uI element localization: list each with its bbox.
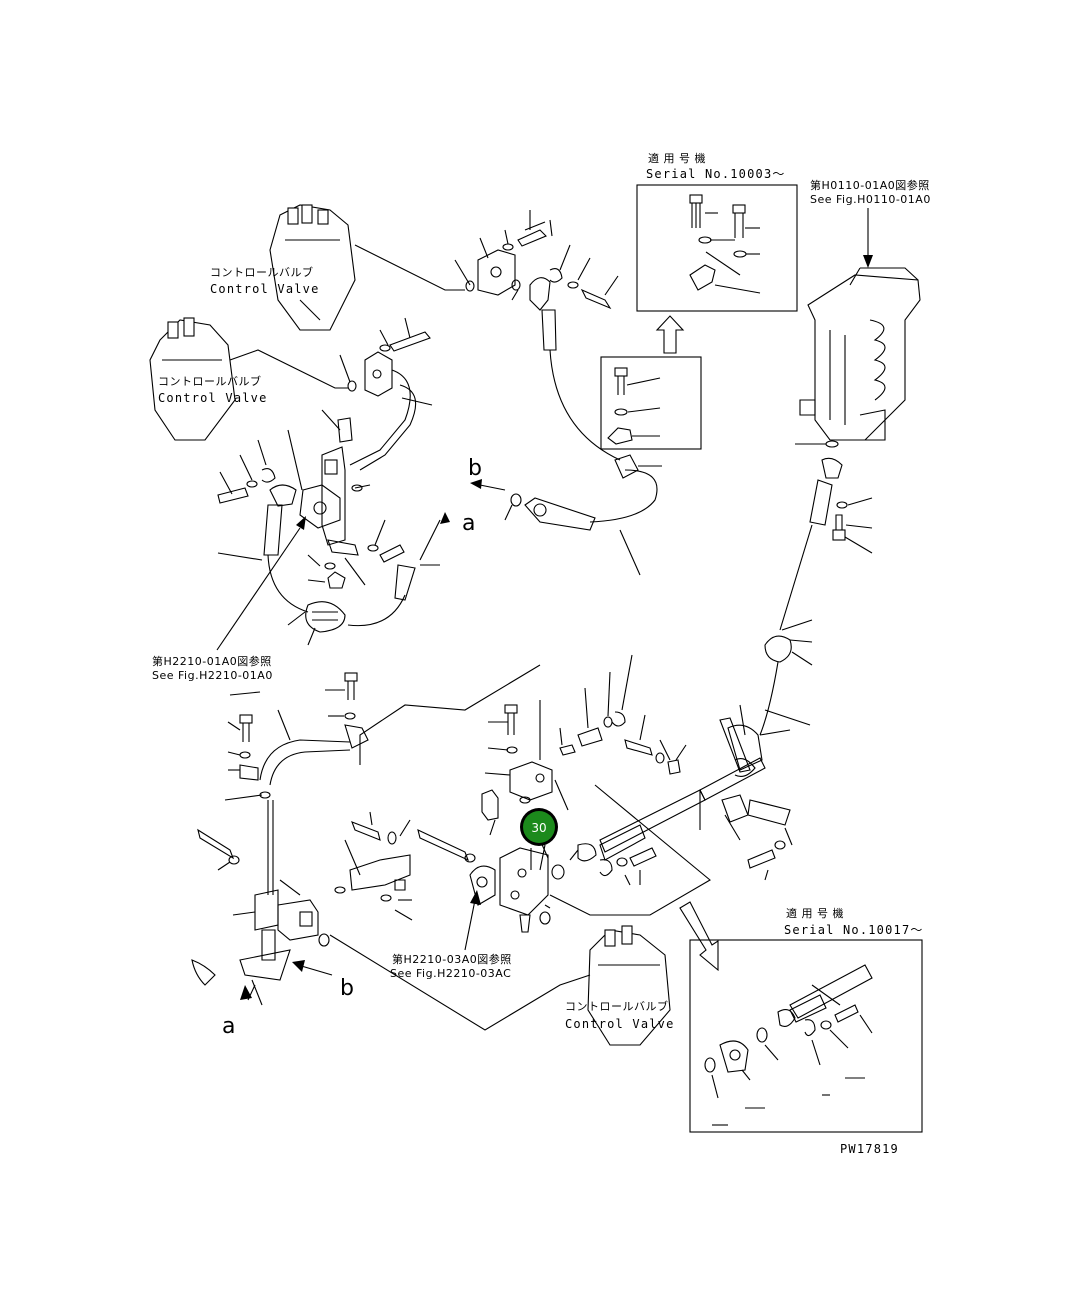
filter-assembly — [795, 267, 921, 448]
serial-box-2-title: 適 用 号 機 — [786, 906, 844, 920]
down-right-arrow-icon — [679, 901, 719, 972]
ref-h2210-01-en: See Fig.H2210-01A0 — [152, 669, 273, 682]
up-arrow-icon — [655, 315, 685, 354]
ref-h0110-jp: 第H0110-01A0図参照 — [810, 178, 930, 192]
arrow-label-a-lower: a — [222, 1014, 235, 1039]
control-valve-1: コントロールバルブ Control Valve — [210, 204, 356, 331]
valve-block-center — [469, 654, 711, 933]
bracket-middle — [334, 811, 476, 921]
hose-b-upper: b — [468, 456, 641, 576]
serial-box-1-title: 適 用 号 機 — [648, 151, 706, 165]
arrow-label-a-upper: a — [462, 511, 475, 536]
drawing-number: PW17819 — [840, 1142, 899, 1156]
ref-h0110-en: See Fig.H0110-01A0 — [810, 193, 931, 206]
control-valve-1-en: Control Valve — [210, 282, 320, 296]
ref-h2210-01-jp: 第H2210-01A0図参照 — [152, 654, 272, 668]
serial-box-1-serial: Serial No.10003〜 — [646, 167, 786, 181]
ref-h0110: 第H0110-01A0図参照 See Fig.H0110-01A0 — [810, 178, 931, 268]
control-valve-2: コントロールバルブ Control Valve — [149, 317, 268, 441]
lower-left-assembly: a b — [191, 672, 369, 1039]
serial-box-10003: 適 用 号 機 Serial No.10003〜 — [636, 151, 798, 312]
callout-30-leader-2 — [539, 844, 546, 871]
ref-h2210-03: 第H2210-03A0図参照 See Fig.H2210-03AC — [390, 890, 512, 980]
control-valve-3-en: Control Valve — [565, 1017, 675, 1031]
control-valve-2-jp: コントロールバルブ — [158, 374, 262, 388]
control-valve-1-jp: コントロールバルブ — [210, 265, 314, 279]
callout-30-number: 30 — [531, 821, 546, 835]
serial-box-2-serial: Serial No.10017〜 — [784, 923, 924, 937]
right-hose-clamps — [759, 457, 873, 736]
serial-box-10017: 適 用 号 機 Serial No.10017〜 — [689, 906, 924, 1133]
fitting-cluster-top — [454, 210, 619, 351]
arrow-label-b-upper: b — [468, 456, 482, 481]
control-valve-3-jp: コントロールバルブ — [565, 999, 669, 1013]
control-valve-3: コントロールバルブ Control Valve — [565, 925, 675, 1046]
control-valve-2-en: Control Valve — [158, 391, 268, 405]
detail-box-clamp — [600, 356, 702, 450]
long-tube-right — [551, 704, 793, 886]
ref-h2210-01: 第H2210-01A0図参照 See Fig.H2210-01A0 — [152, 516, 306, 682]
callout-30-badge[interactable] — [523, 811, 555, 843]
ref-h2210-03-en: See Fig.H2210-03AC — [390, 967, 511, 980]
valve-block-upper-left: a — [217, 317, 475, 646]
arrow-label-b-lower: b — [340, 976, 354, 1001]
callout-30[interactable]: 30 — [520, 808, 558, 871]
clamp-hose-right — [614, 454, 662, 479]
ref-h2210-03-jp: 第H2210-03A0図参照 — [392, 952, 512, 966]
